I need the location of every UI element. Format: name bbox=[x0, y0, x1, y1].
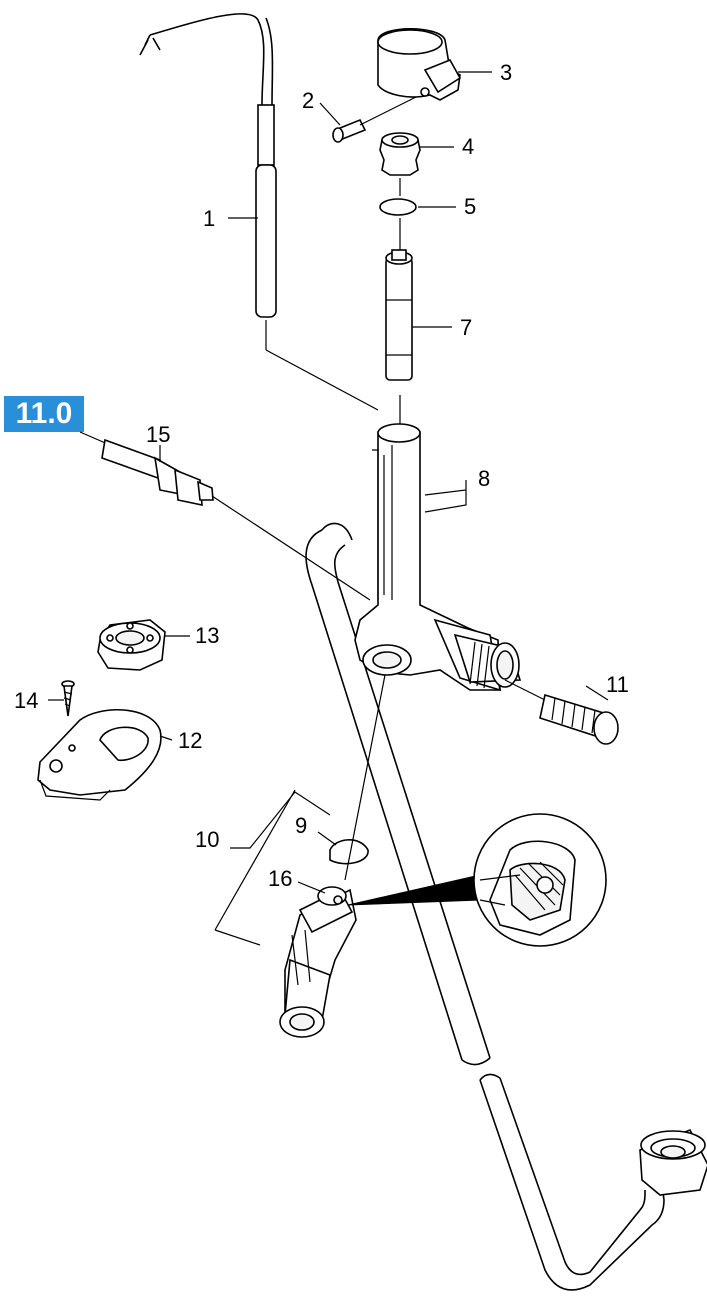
callout-12: 12 bbox=[178, 728, 202, 753]
part-3-clamp bbox=[377, 27, 462, 101]
hose-tube bbox=[305, 522, 665, 1291]
callout-11: 11 bbox=[606, 672, 629, 697]
part-5-o-ring bbox=[379, 198, 417, 250]
callout-13: 13 bbox=[195, 623, 219, 648]
part-1-temperature-sensor bbox=[139, 13, 379, 411]
part-14-screw bbox=[61, 680, 75, 717]
part-9-seal bbox=[329, 674, 386, 881]
part-4-fitting bbox=[379, 132, 421, 196]
part-15-screw-fitting bbox=[79, 431, 371, 601]
part-8-valve-body bbox=[354, 423, 522, 692]
detail-magnifier bbox=[473, 813, 607, 947]
part-12-bracket bbox=[37, 708, 162, 801]
part-7-pipe bbox=[385, 249, 413, 425]
part-2-screw bbox=[332, 94, 421, 143]
part-11-filter bbox=[504, 679, 619, 745]
hose-end-nut bbox=[639, 1128, 707, 1196]
callout-4: 4 bbox=[462, 134, 474, 159]
callout-8: 8 bbox=[478, 466, 490, 491]
leader-lines bbox=[48, 71, 609, 946]
callout-2: 2 bbox=[302, 88, 314, 113]
detail-pointer bbox=[347, 874, 481, 906]
part-10-hose-coupling bbox=[279, 886, 357, 1038]
callout-5: 5 bbox=[464, 194, 476, 219]
callout-16: 16 bbox=[268, 866, 292, 891]
callout-7: 7 bbox=[460, 315, 472, 340]
callout-1: 1 bbox=[203, 206, 215, 231]
part-13-nut bbox=[97, 619, 166, 671]
callout-9: 9 bbox=[295, 813, 307, 838]
callout-3: 3 bbox=[500, 60, 512, 85]
callout-15: 15 bbox=[146, 422, 170, 447]
callout-14: 14 bbox=[14, 688, 38, 713]
section-badge: 11.0 bbox=[15, 397, 73, 430]
callout-10: 10 bbox=[195, 827, 219, 852]
section-badge-background bbox=[4, 396, 84, 432]
